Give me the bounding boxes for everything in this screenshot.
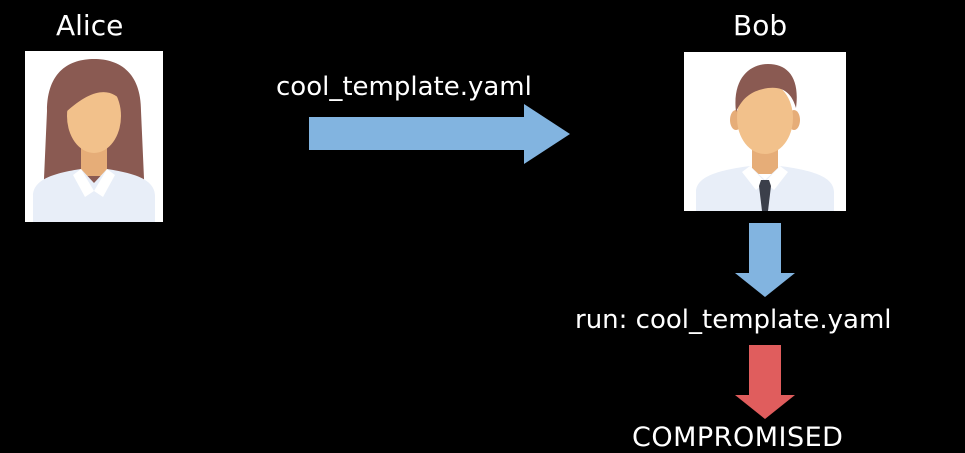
male-avatar-icon	[684, 52, 846, 211]
transfer-arrow	[309, 104, 570, 164]
arrow-down-icon	[735, 345, 795, 419]
bob-avatar	[684, 52, 846, 211]
arrow-down-icon	[735, 223, 795, 297]
compromised-label: COMPROMISED	[632, 422, 844, 453]
bob-name-label: Bob	[733, 9, 788, 42]
transfer-file-label: cool_template.yaml	[276, 72, 532, 102]
arrow-right-icon	[309, 104, 570, 164]
female-avatar-icon	[25, 51, 163, 222]
run-command-label: run: cool_template.yaml	[575, 305, 892, 335]
alice-name-label: Alice	[56, 9, 124, 42]
alice-avatar	[25, 51, 163, 222]
compromise-arrow	[735, 345, 795, 419]
run-arrow	[735, 223, 795, 297]
